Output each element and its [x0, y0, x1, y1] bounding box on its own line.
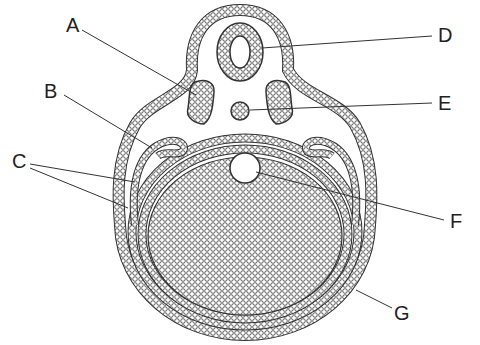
gut-cavity	[230, 153, 260, 183]
ectoderm-cells	[119, 10, 372, 335]
somatic-mesoderm-cells	[132, 138, 358, 326]
ectoderm-outline	[119, 10, 372, 335]
somite-right	[266, 80, 293, 124]
somite-left	[187, 80, 214, 124]
fold-right	[306, 141, 356, 225]
fold-right-cells	[306, 141, 356, 225]
splanchnic-mesoderm	[142, 149, 348, 319]
fold-left	[134, 141, 184, 225]
leader-line	[82, 30, 196, 95]
notochord	[231, 102, 249, 120]
callout-letter: D	[438, 24, 452, 46]
neural-tube	[217, 23, 263, 81]
callout-letter: A	[66, 14, 79, 36]
leader-line	[30, 168, 128, 208]
leader-line	[262, 36, 432, 48]
leader-line	[250, 103, 432, 110]
somatic-mesoderm	[132, 138, 358, 326]
neural-canal	[230, 36, 250, 68]
leader-line	[256, 172, 444, 220]
splanchnic-mesoderm-cells	[142, 149, 348, 319]
callout-letter: C	[12, 150, 26, 172]
callout-letter: G	[394, 302, 410, 324]
callout-letter: F	[450, 210, 462, 232]
callout-letter: E	[438, 92, 451, 114]
callout-letter: B	[44, 80, 57, 102]
fold-left-cells	[134, 141, 184, 225]
leader-line	[30, 164, 135, 182]
leader-line	[356, 290, 392, 308]
leader-line	[64, 95, 152, 148]
